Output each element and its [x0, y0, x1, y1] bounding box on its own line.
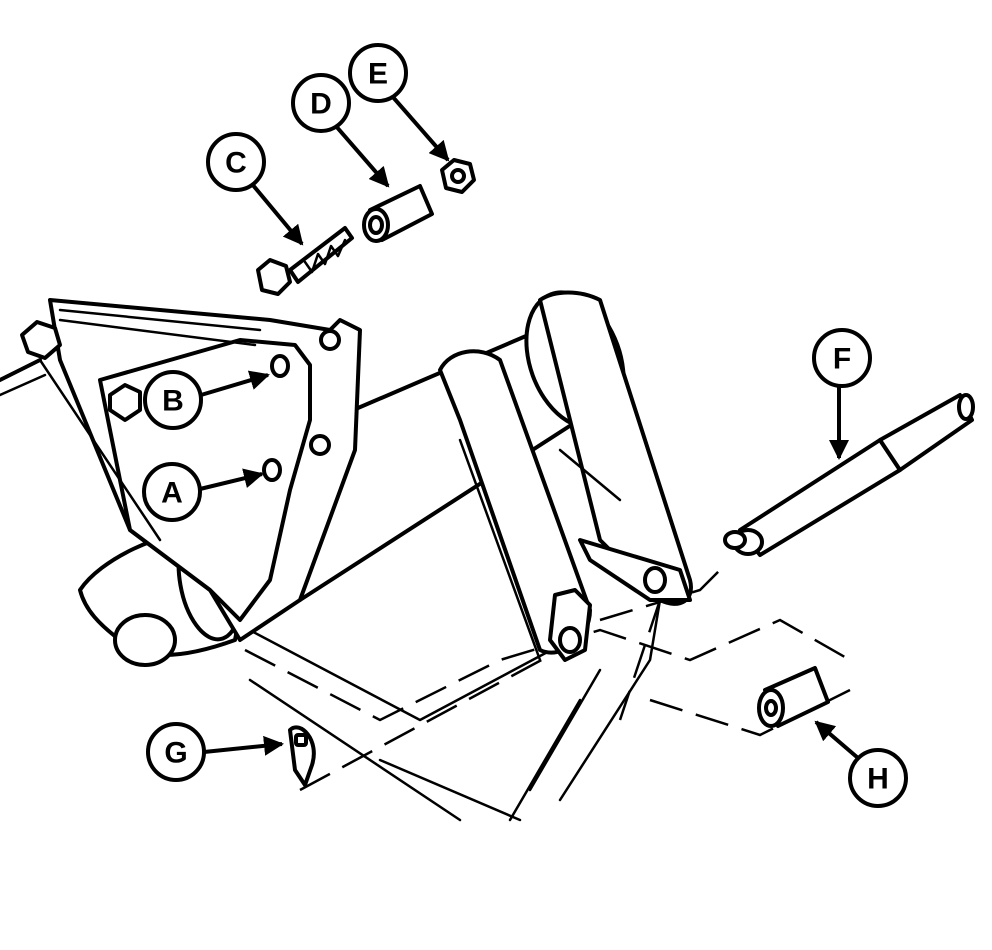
callout-a-label: A — [161, 477, 183, 510]
callout-g: G — [146, 722, 284, 782]
pivot-pin-part — [723, 393, 975, 557]
callout-d: D — [291, 73, 390, 188]
callout-a: A — [142, 462, 264, 522]
callout-h-label: H — [867, 763, 889, 796]
callout-c-label: C — [225, 147, 247, 180]
callout-f-circle — [812, 328, 872, 388]
callout-h-circle — [848, 748, 908, 808]
swing-arm — [438, 290, 693, 662]
bolt-part — [256, 226, 354, 296]
callout-g-label: G — [164, 737, 187, 770]
callout-c: C — [206, 132, 304, 246]
spacer-bushing-part — [362, 184, 434, 243]
callout-a-circle — [142, 462, 202, 522]
cotter-pin-part — [288, 725, 316, 787]
callout-b: B — [143, 370, 270, 430]
callout-d-circle — [291, 73, 351, 133]
callout-f-label: F — [833, 343, 851, 376]
bushing-part — [757, 666, 830, 728]
nut-part — [440, 158, 476, 194]
callout-h: H — [814, 720, 908, 808]
callout-b-label: B — [162, 385, 184, 418]
callout-c-circle — [206, 132, 266, 192]
assembly-centerlines — [244, 569, 851, 792]
callout-g-circle — [146, 722, 206, 782]
callout-d-label: D — [310, 88, 332, 121]
callout-e-circle — [348, 43, 408, 103]
callout-e: E — [348, 43, 450, 162]
callout-f: F — [812, 328, 872, 460]
frame-rails — [238, 598, 662, 822]
callout-b-circle — [143, 370, 203, 430]
callout-e-label: E — [368, 58, 388, 91]
